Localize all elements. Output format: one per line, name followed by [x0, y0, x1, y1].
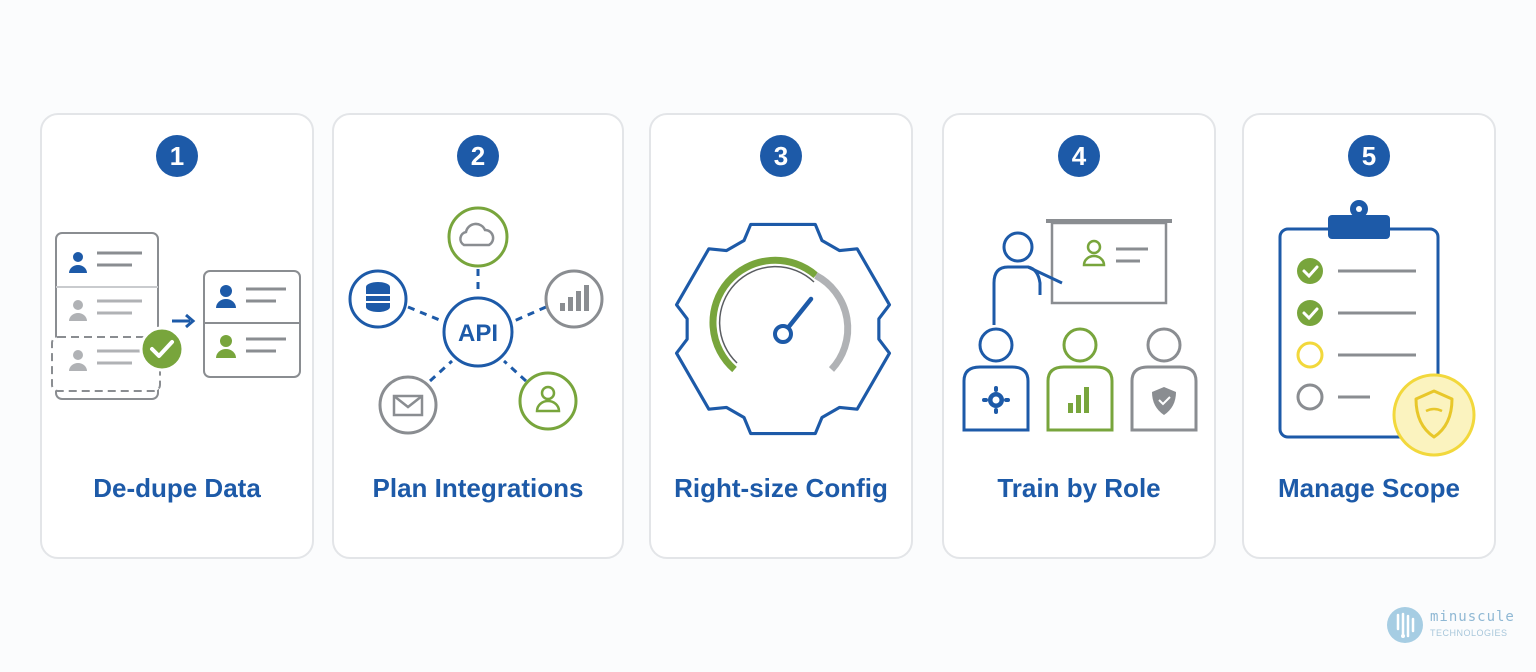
- trainer-audience-icon: [962, 219, 1198, 432]
- step-card-5: 5 Manage Scope: [1242, 113, 1496, 559]
- step-label: De-dupe Data: [93, 473, 261, 503]
- step-number-badge: 5: [1348, 135, 1390, 177]
- step-card-3: 3 Right-size Config: [649, 113, 913, 559]
- clipboard-checklist-icon: [1278, 200, 1476, 457]
- logo-mark-icon: [1387, 607, 1423, 643]
- step-number-badge: 2: [457, 135, 499, 177]
- dedupe-records-icon: [51, 232, 301, 400]
- company-logo: minuscule TECHNOLOGIES: [1386, 606, 1516, 646]
- step-number-badge: 1: [156, 135, 198, 177]
- api-label: API: [458, 320, 498, 347]
- logo-subtitle: TECHNOLOGIES: [1430, 628, 1508, 638]
- step-label: Right-size Config: [674, 473, 888, 503]
- step-label: Plan Integrations: [372, 473, 584, 503]
- step-card-2: 2 API Plan Integrations: [332, 113, 624, 559]
- gear-gauge-icon: [674, 222, 892, 436]
- step-card-4: 4 Train by Role: [942, 113, 1216, 559]
- step-number-badge: 4: [1058, 135, 1100, 177]
- step-label: Train by Role: [997, 473, 1161, 503]
- api-hub-icon: API: [348, 206, 604, 435]
- step-number-badge: 3: [760, 135, 802, 177]
- step-label: Manage Scope: [1277, 473, 1461, 503]
- step-card-1: 1 De-dupe Data: [40, 113, 314, 559]
- logo-name: minuscule: [1430, 609, 1515, 625]
